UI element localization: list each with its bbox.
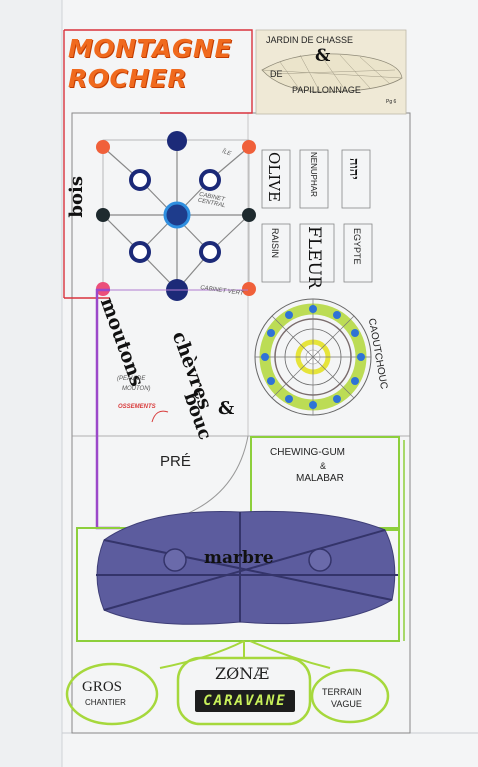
label-peau-1: (PEAU DE [117,376,145,382]
chewing-line3: MALABAR [296,474,344,484]
jardin-amp: & [315,48,330,65]
gros-line1: GROS [82,680,122,695]
node-ring-tl [131,171,149,189]
chewing-line2: & [320,462,326,471]
label-bois: bois [68,176,86,218]
label-amp-animals: & [218,400,234,418]
label-pre: PRÉ [160,454,191,469]
title-montagne: MONTAGNE [68,36,232,61]
node-ring-br [201,243,219,261]
label-marbre: marbre [204,550,274,567]
node-ring-bl [131,243,149,261]
jardin-line2: DE [270,70,283,79]
node-center [165,203,189,227]
jardin-line1: JARDIN DE CHASSE [266,36,353,45]
terrain-line1: TERRAIN [322,688,362,697]
node-ring-tr [201,171,219,189]
title-rocher: ROCHER [68,66,187,91]
marbre-disc-left [164,549,186,571]
node-top [167,131,187,151]
node-right [242,208,256,222]
word-nenuphar: NENUPHAR [309,152,317,197]
chewing-line1: CHEWING-GUM [270,448,345,458]
node-orange-br [242,282,256,296]
word-olive: OLIVE [266,152,281,202]
terrain-line2: VAGUE [331,700,362,709]
zone-title: ZØNÆ [215,666,269,682]
node-orange-tl [96,140,110,154]
caravane-lcd: CARAVANE [195,690,295,712]
word-fleur: FLEUR [305,226,322,289]
gros-line2: CHANTIER [85,699,126,707]
word-raisin: RAISIN [270,228,279,258]
label-peau-2: MOUTON) [122,386,151,392]
jardin-page: Pg 6 [386,100,396,105]
marbre-disc-right [309,549,331,571]
word-hebrew: יהוה [347,158,360,180]
circle-diagram [255,299,371,415]
node-left [96,208,110,222]
label-ossements: OSSEMENTS [118,404,156,410]
jardin-line3: PAPILLONNAGE [292,86,361,95]
word-egypte: EGYPTE [352,228,361,265]
node-orange-tr [242,140,256,154]
